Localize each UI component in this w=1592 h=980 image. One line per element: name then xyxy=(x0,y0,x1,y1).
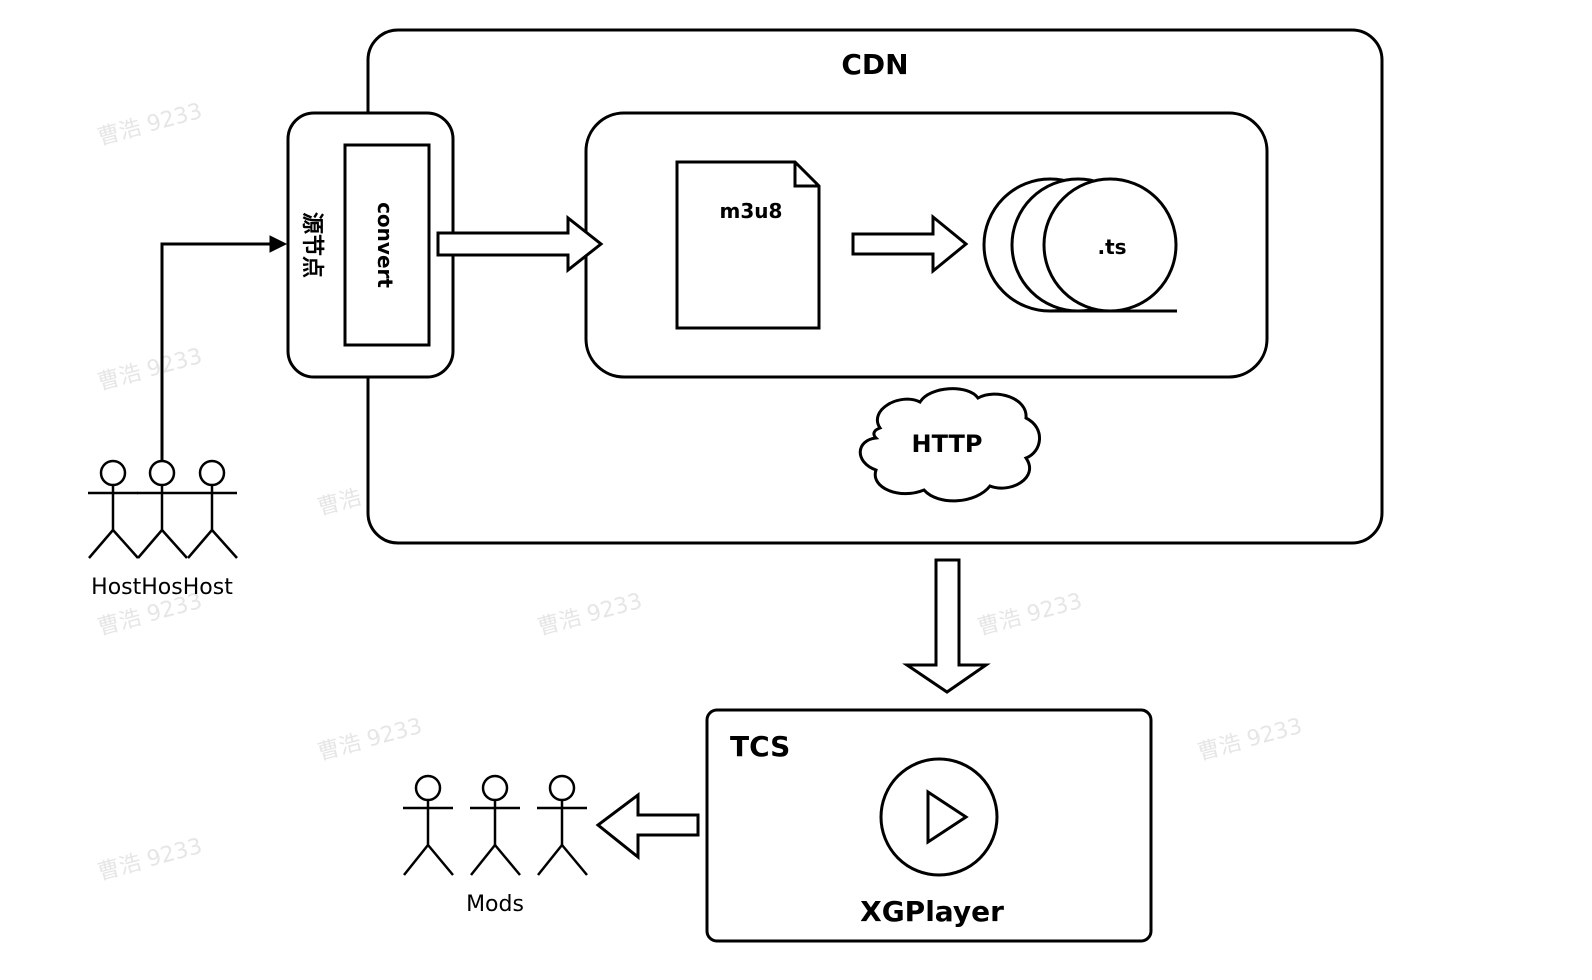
watermark: 曹浩 9233 xyxy=(95,344,205,396)
file-corner-fold xyxy=(793,162,819,188)
hosts-label: HostHosHost xyxy=(91,575,233,600)
convert-label: convert xyxy=(373,202,397,288)
arrow-m3u8-to-ts xyxy=(851,213,969,275)
http-cloud: HTTP xyxy=(858,387,1041,503)
arrow-convert-to-storage xyxy=(436,214,604,274)
hosts-actors: HostHosHost xyxy=(88,459,238,600)
cdn-title: CDN xyxy=(841,48,908,81)
source-node: 源节点 convert xyxy=(286,111,455,379)
m3u8-label: m3u8 xyxy=(720,199,783,223)
watermark: 曹浩 9233 xyxy=(95,834,205,886)
mod-actor-icon xyxy=(403,774,454,876)
arrow-tcs-to-mods xyxy=(595,792,700,861)
file-icon xyxy=(675,160,821,330)
host-actor-icon xyxy=(187,459,238,559)
connector-line xyxy=(160,242,272,461)
arrowhead-icon xyxy=(269,235,288,253)
play-icon xyxy=(926,789,969,845)
ts-label: .ts xyxy=(1097,235,1126,259)
mod-actor-icon xyxy=(470,774,521,876)
mod-actor-icon xyxy=(537,774,588,876)
mods-label: Mods xyxy=(466,892,524,917)
tcs-container: TCS XGPlayer xyxy=(705,708,1153,943)
http-label: HTTP xyxy=(912,430,983,458)
xgplayer-label: XGPlayer xyxy=(860,895,1004,928)
cloud-icon xyxy=(858,387,1041,503)
host-actor-icon xyxy=(88,459,139,559)
watermark: 曹浩 9233 xyxy=(1195,714,1305,766)
watermark: 曹浩 9233 xyxy=(535,589,645,641)
watermark: 曹浩 9233 xyxy=(315,714,425,766)
mods-actors: Mods xyxy=(403,774,588,917)
ts-segments: .ts xyxy=(982,177,1178,313)
tcs-title: TCS xyxy=(730,730,790,763)
hosts-to-source-connector xyxy=(160,235,288,461)
host-actor-icon xyxy=(137,459,188,559)
m3u8-file: m3u8 xyxy=(675,160,821,330)
source-node-label: 源节点 xyxy=(299,212,325,278)
arrow-cdn-to-tcs xyxy=(902,558,991,694)
convert-box xyxy=(343,143,431,347)
watermark: 曹浩 9233 xyxy=(975,589,1085,641)
watermark: 曹浩 9233 xyxy=(95,99,205,151)
